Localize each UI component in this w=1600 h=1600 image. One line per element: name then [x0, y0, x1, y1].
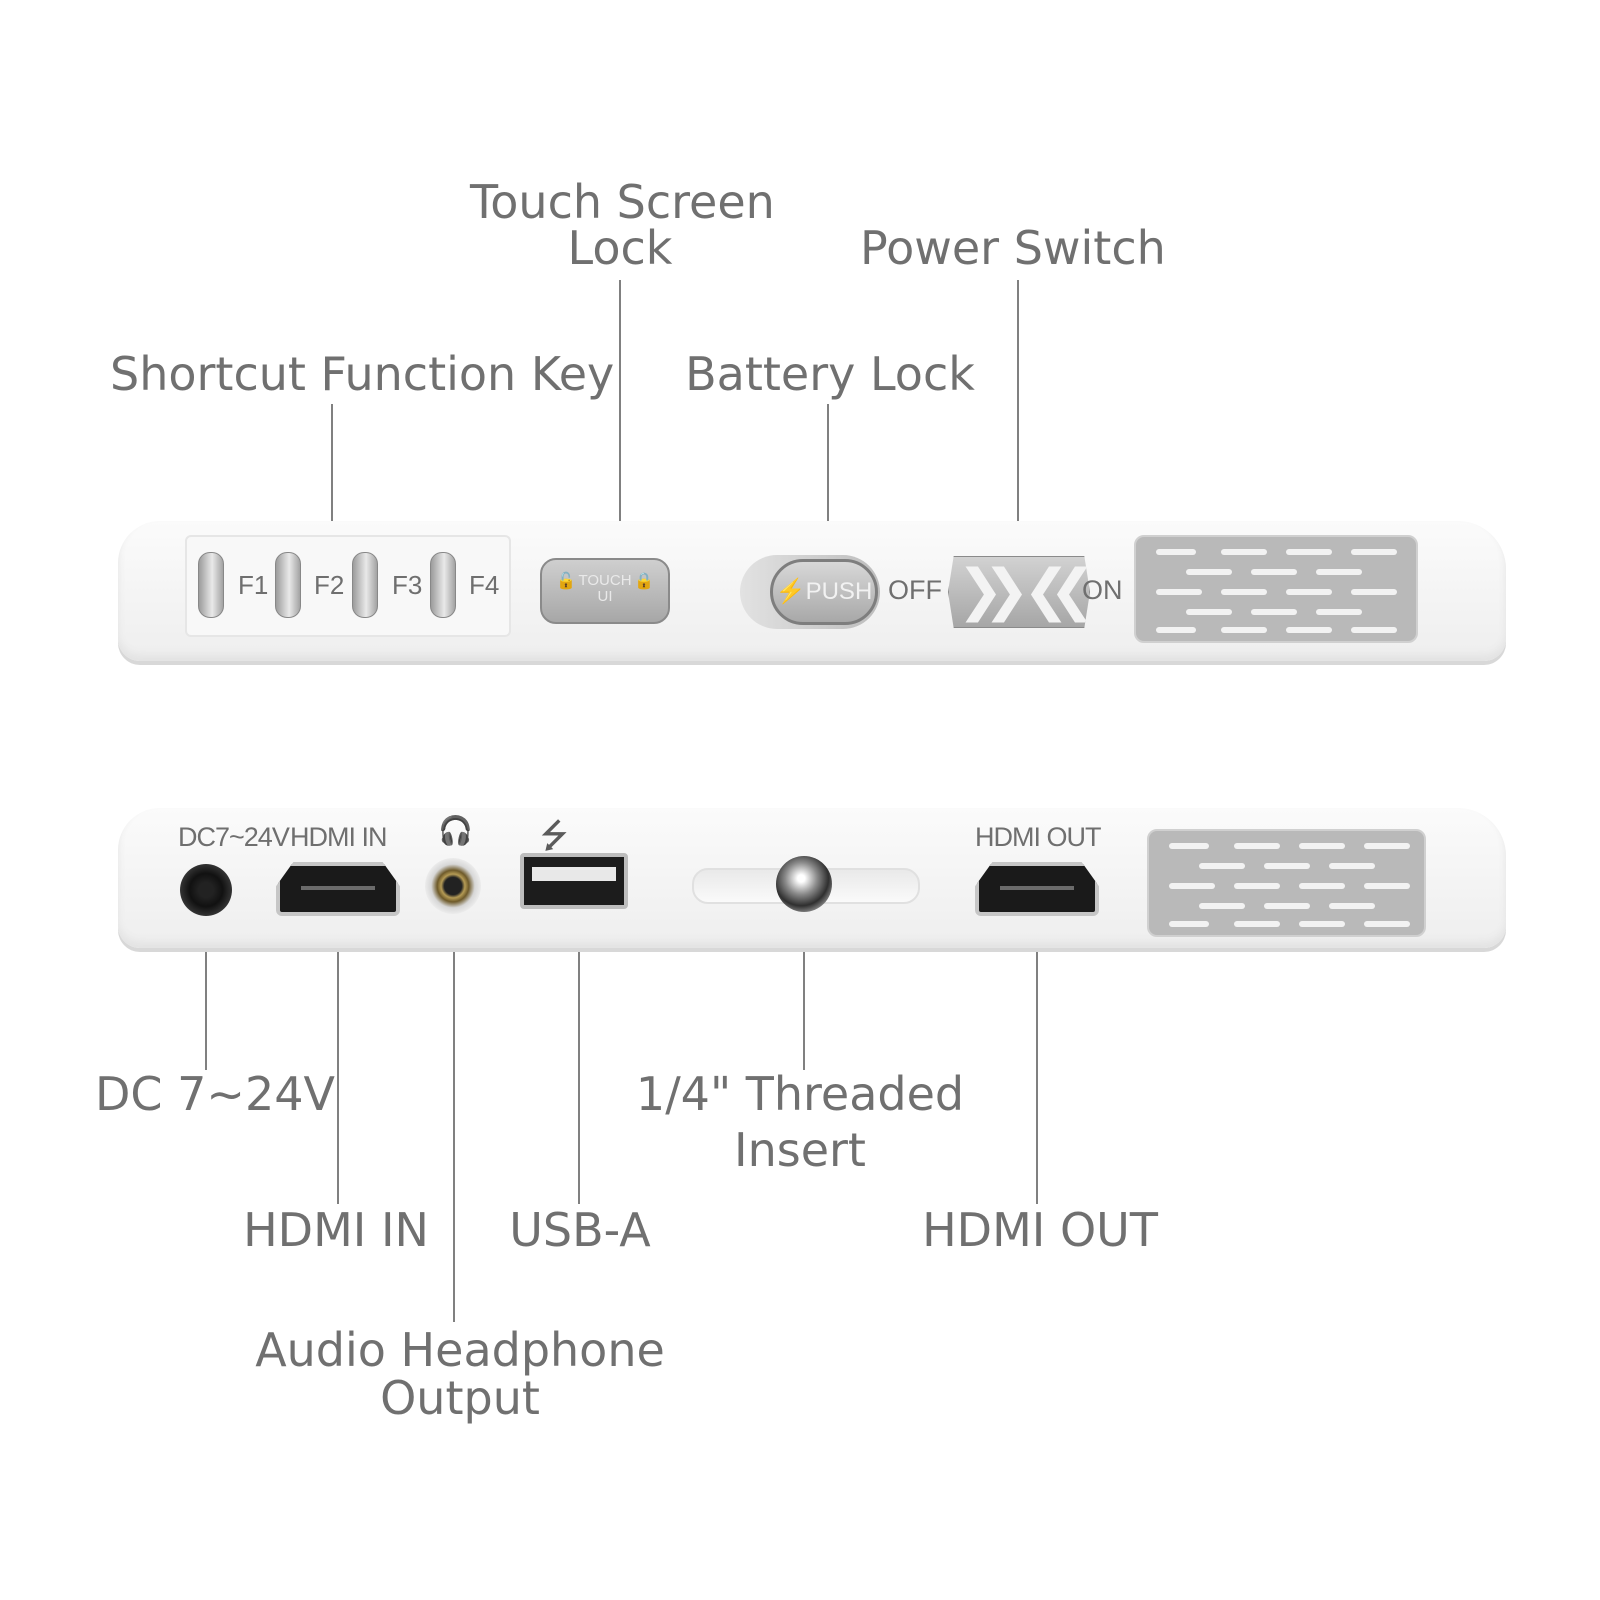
vent-slot — [1286, 589, 1332, 595]
vent-slot — [1221, 549, 1267, 555]
push-button-label: PUSH — [805, 578, 873, 605]
vent-slot — [1329, 863, 1375, 869]
dc-port-label: DC7~24V — [178, 822, 290, 852]
chevron-right-icon: ❯ — [983, 558, 1030, 623]
vent-slot — [1286, 627, 1332, 633]
vent-slot — [1221, 627, 1267, 633]
hdmi-in-port-label: HDMI IN — [290, 822, 387, 852]
lock-icon: 🔒 — [634, 573, 654, 590]
headphone-icon: 🎧 — [438, 814, 473, 847]
chevron-right-icon: ❯ — [957, 558, 1004, 623]
vent-slot — [1169, 883, 1215, 889]
callout-threaded-insert-line2: Insert — [734, 1123, 866, 1177]
callout-audio-headphone-line2: Output — [380, 1371, 540, 1425]
callout-touch-screen-lock-line2: Lock — [567, 221, 673, 275]
vent-slot — [1199, 903, 1245, 909]
callout-hdmi-in: HDMI IN — [243, 1203, 429, 1257]
callout-threaded-insert-line1: 1/4" Threaded — [635, 1067, 965, 1121]
vent-slot — [1169, 921, 1209, 927]
callout-shortcut-function-key: Shortcut Function Key — [110, 347, 615, 401]
vent-slot — [1186, 569, 1232, 575]
leader-touch-screen-lock — [619, 280, 621, 546]
vent-slot — [1156, 549, 1196, 555]
vent-slot — [1351, 589, 1397, 595]
leader-audio-headphone — [453, 928, 455, 1322]
usb-icon: ⭍ — [540, 816, 569, 856]
vent-slot — [1299, 843, 1345, 849]
leader-hdmi-out — [1036, 928, 1038, 1204]
vent-slot — [1186, 609, 1232, 615]
chevron-left-icon: ❮ — [1023, 558, 1070, 623]
function-key-f3-label: F3 — [392, 570, 423, 600]
callout-dc-power: DC 7~24V — [95, 1067, 335, 1121]
switch-off-label: OFF — [888, 575, 942, 605]
lock-icon: 🔓 — [556, 573, 576, 590]
leader-hdmi-in — [337, 928, 339, 1204]
leader-dc-power — [205, 928, 207, 1070]
cooling-vent-bottom — [1147, 829, 1426, 937]
dc-power-jack[interactable] — [180, 864, 232, 916]
switch-on-label: ON — [1082, 575, 1123, 605]
vent-slot — [1221, 589, 1267, 595]
vent-slot — [1251, 609, 1297, 615]
vent-slot — [1364, 883, 1410, 889]
function-key-f2[interactable] — [275, 552, 301, 618]
hdmi-out-port-label: HDMI OUT — [975, 822, 1101, 852]
hdmi-in-port[interactable] — [276, 862, 400, 916]
callout-audio-headphone-line1: Audio Headphone — [255, 1323, 665, 1377]
callout-usb-a: USB-A — [509, 1203, 651, 1257]
vent-slot — [1234, 921, 1280, 927]
vent-slot — [1264, 863, 1310, 869]
vent-slot — [1264, 903, 1310, 909]
callout-power-switch: Power Switch — [860, 221, 1166, 275]
audio-headphone-jack[interactable] — [425, 858, 481, 914]
function-key-f4-label: F4 — [469, 570, 500, 600]
vent-slot — [1299, 883, 1345, 889]
battery-lock-push-button[interactable]: ⚡PUSH — [770, 559, 878, 625]
vent-slot — [1156, 589, 1202, 595]
vent-slot — [1234, 843, 1280, 849]
touch-lock-button-sublabel: UI — [597, 588, 613, 605]
vent-slot — [1364, 843, 1410, 849]
function-key-f4[interactable] — [430, 552, 456, 618]
function-key-f3[interactable] — [352, 552, 378, 618]
chevron-left-icon: ❮ — [1049, 563, 1089, 619]
leader-battery-lock — [827, 404, 829, 546]
touch-lock-button[interactable]: 🔓 TOUCH UI 🔒 — [540, 558, 670, 624]
function-key-tray — [185, 535, 511, 637]
vent-slot — [1299, 921, 1345, 927]
power-switch-slider[interactable]: ❯ ❯ ❮ ❮ — [948, 556, 1090, 628]
threaded-insert[interactable] — [776, 856, 832, 912]
usb-a-port[interactable] — [520, 853, 628, 909]
leader-power-switch — [1017, 280, 1019, 546]
callout-hdmi-out: HDMI OUT — [922, 1203, 1158, 1257]
callout-touch-screen-lock-line1: Touch Screen — [470, 175, 775, 229]
vent-slot — [1156, 627, 1196, 633]
callout-battery-lock: Battery Lock — [685, 347, 975, 401]
vent-slot — [1199, 863, 1245, 869]
leader-shortcut-function-key — [331, 404, 333, 546]
vent-slot — [1251, 569, 1297, 575]
vent-slot — [1234, 883, 1280, 889]
cooling-vent-top — [1134, 535, 1418, 643]
hdmi-out-port[interactable] — [975, 862, 1099, 916]
vent-slot — [1351, 627, 1397, 633]
function-key-f1[interactable] — [198, 552, 224, 618]
vent-slot — [1316, 569, 1362, 575]
touch-lock-button-label: TOUCH — [578, 572, 632, 589]
vent-slot — [1169, 843, 1209, 849]
vent-slot — [1329, 903, 1375, 909]
vent-slot — [1316, 609, 1362, 615]
lightning-icon: ⚡ — [775, 578, 806, 605]
function-key-f1-label: F1 — [238, 570, 269, 600]
vent-slot — [1351, 549, 1397, 555]
vent-slot — [1286, 549, 1332, 555]
vent-slot — [1364, 921, 1410, 927]
leader-threaded-insert — [803, 924, 805, 1070]
function-key-f2-label: F2 — [314, 570, 345, 600]
leader-usb-a — [578, 928, 580, 1204]
